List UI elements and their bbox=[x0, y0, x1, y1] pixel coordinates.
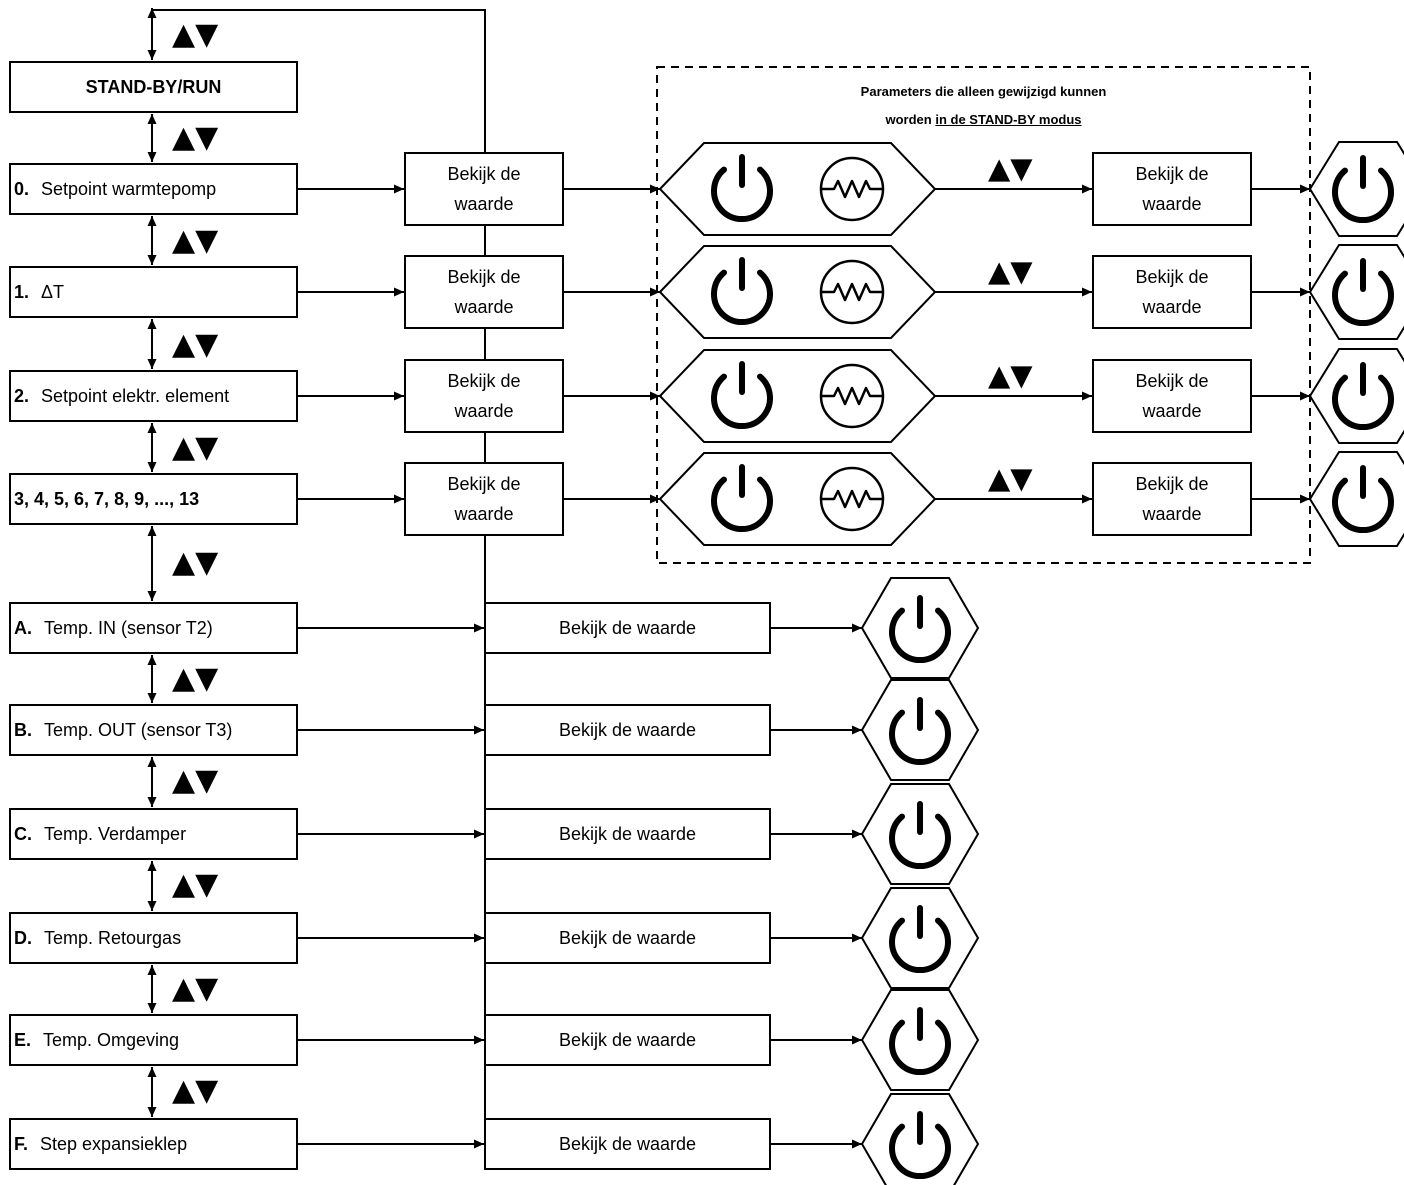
menu-item-label: Temp. Retourgas bbox=[44, 927, 182, 948]
edit-keys-hexagon bbox=[658, 452, 937, 546]
up-down-keys-label: ▲▼ bbox=[172, 763, 219, 798]
menu-item-label: Step expansieklep bbox=[40, 1133, 188, 1154]
menu-item-key: A. bbox=[14, 617, 32, 638]
menu-item-0: 0. Setpoint warmtepomp bbox=[9, 163, 298, 215]
view-value-box-wide: Bekijk de waarde bbox=[484, 1118, 771, 1170]
up-down-keys-label: ▲▼ bbox=[988, 461, 1033, 495]
view-new-value-box: Bekijk de waarde bbox=[1092, 462, 1252, 536]
menu-item-key: B. bbox=[14, 719, 32, 740]
up-down-keys-label: ▲▼ bbox=[172, 223, 219, 258]
up-down-keys-label: ▲▼ bbox=[988, 151, 1033, 185]
note-line-2: worden in de STAND-BY modus bbox=[657, 106, 1310, 134]
menu-item-label: Temp. Omgeving bbox=[43, 1029, 180, 1050]
standby-only-region bbox=[656, 66, 1311, 564]
up-down-keys-label: ▲▼ bbox=[172, 661, 219, 696]
view-value-box-wide: Bekijk de waarde bbox=[484, 602, 771, 654]
view-value-box-wide: Bekijk de waarde bbox=[484, 704, 771, 756]
menu-item-key: 2. bbox=[14, 385, 30, 406]
note-line-2-prefix: worden bbox=[885, 112, 932, 127]
menu-item-key: 0. bbox=[14, 178, 30, 199]
view-value-box-wide: Bekijk de waarde bbox=[484, 912, 771, 964]
menu-item-label: ΔT bbox=[41, 281, 65, 302]
view-value-label: Bekijk de waarde bbox=[558, 823, 697, 844]
view-value-label: Bekijk de waarde bbox=[447, 474, 521, 524]
menu-item-2: 2. Setpoint elektr. element bbox=[9, 370, 298, 422]
view-value-box: Bekijk de waarde bbox=[404, 152, 564, 226]
view-value-box-wide: Bekijk de waarde bbox=[484, 1014, 771, 1066]
standby-only-note: Parameters die alleen gewijzigd kunnen w… bbox=[657, 78, 1310, 134]
view-new-value-label: Bekijk de waarde bbox=[1135, 371, 1209, 421]
view-value-label: Bekijk de waarde bbox=[447, 267, 521, 317]
edit-keys-hexagon bbox=[658, 349, 937, 443]
up-down-keys-label: ▲▼ bbox=[172, 327, 219, 362]
menu-item-key: D. bbox=[14, 927, 32, 948]
menu-item-b: B. Temp. OUT (sensor T3) bbox=[9, 704, 298, 756]
up-down-keys-label: ▲▼ bbox=[988, 254, 1033, 288]
up-down-keys-label: ▲▼ bbox=[172, 1073, 219, 1108]
view-new-value-label: Bekijk de waarde bbox=[1135, 267, 1209, 317]
view-value-label: Bekijk de waarde bbox=[447, 371, 521, 421]
menu-item-f: F. Step expansieklep bbox=[9, 1118, 298, 1170]
up-down-keys-label: ▲▼ bbox=[172, 545, 219, 580]
menu-item-label: Setpoint elektr. element bbox=[41, 385, 230, 406]
up-down-keys-label: ▲▼ bbox=[172, 120, 219, 155]
menu-item-label: Temp. Verdamper bbox=[44, 823, 187, 844]
menu-item-label: Temp. IN (sensor T2) bbox=[44, 617, 213, 638]
edit-keys-hexagon bbox=[658, 142, 937, 236]
view-value-box: Bekijk de waarde bbox=[404, 359, 564, 433]
menu-item-key: F. bbox=[14, 1133, 29, 1154]
view-value-box: Bekijk de waarde bbox=[404, 255, 564, 329]
up-down-keys-label: ▲▼ bbox=[172, 867, 219, 902]
view-value-box-wide: Bekijk de waarde bbox=[484, 808, 771, 860]
view-new-value-label: Bekijk de waarde bbox=[1135, 164, 1209, 214]
view-value-label: Bekijk de waarde bbox=[447, 164, 521, 214]
view-new-value-box: Bekijk de waarde bbox=[1092, 359, 1252, 433]
up-down-keys-label: ▲▼ bbox=[172, 17, 219, 52]
note-line-2-underlined: in de STAND-BY modus bbox=[935, 112, 1082, 127]
up-down-keys-label: ▲▼ bbox=[172, 430, 219, 465]
menu-item-1: 1. ΔT bbox=[9, 266, 298, 318]
main-bus-line bbox=[152, 9, 486, 1169]
menu-item-label: Setpoint warmtepomp bbox=[41, 178, 217, 199]
menu-item-key: 1. bbox=[14, 281, 30, 302]
menu-item-label: Temp. OUT (sensor T3) bbox=[44, 719, 233, 740]
view-value-label: Bekijk de waarde bbox=[558, 1029, 697, 1050]
up-down-keys-label: ▲▼ bbox=[988, 358, 1033, 392]
view-value-label: Bekijk de waarde bbox=[558, 927, 697, 948]
up-down-keys-label: ▲▼ bbox=[172, 971, 219, 1006]
note-line-1: Parameters die alleen gewijzigd kunnen bbox=[860, 84, 1107, 99]
view-new-value-box: Bekijk de waarde bbox=[1092, 255, 1252, 329]
view-value-label: Bekijk de waarde bbox=[558, 617, 697, 638]
menu-item-3-13: 3, 4, 5, 6, 7, 8, 9, ..., 13 bbox=[9, 473, 298, 525]
view-new-value-box: Bekijk de waarde bbox=[1092, 152, 1252, 226]
view-new-value-label: Bekijk de waarde bbox=[1135, 474, 1209, 524]
menu-item-e: E. Temp. Omgeving bbox=[9, 1014, 298, 1066]
view-value-label: Bekijk de waarde bbox=[558, 719, 697, 740]
menu-item-a: A. Temp. IN (sensor T2) bbox=[9, 602, 298, 654]
view-value-box: Bekijk de waarde bbox=[404, 462, 564, 536]
menu-item-key: E. bbox=[14, 1029, 32, 1050]
view-value-label: Bekijk de waarde bbox=[558, 1133, 697, 1154]
standby-run-label: STAND-BY/RUN bbox=[85, 76, 222, 97]
menu-item-c: C. Temp. Verdamper bbox=[9, 808, 298, 860]
standby-run-box: STAND-BY/RUN bbox=[9, 61, 298, 113]
menu-item-key: C. bbox=[14, 823, 32, 844]
menu-item-key: 3, 4, 5, 6, 7, 8, 9, ..., 13 bbox=[14, 488, 200, 509]
edit-keys-hexagon bbox=[658, 245, 937, 339]
menu-item-d: D. Temp. Retourgas bbox=[9, 912, 298, 964]
